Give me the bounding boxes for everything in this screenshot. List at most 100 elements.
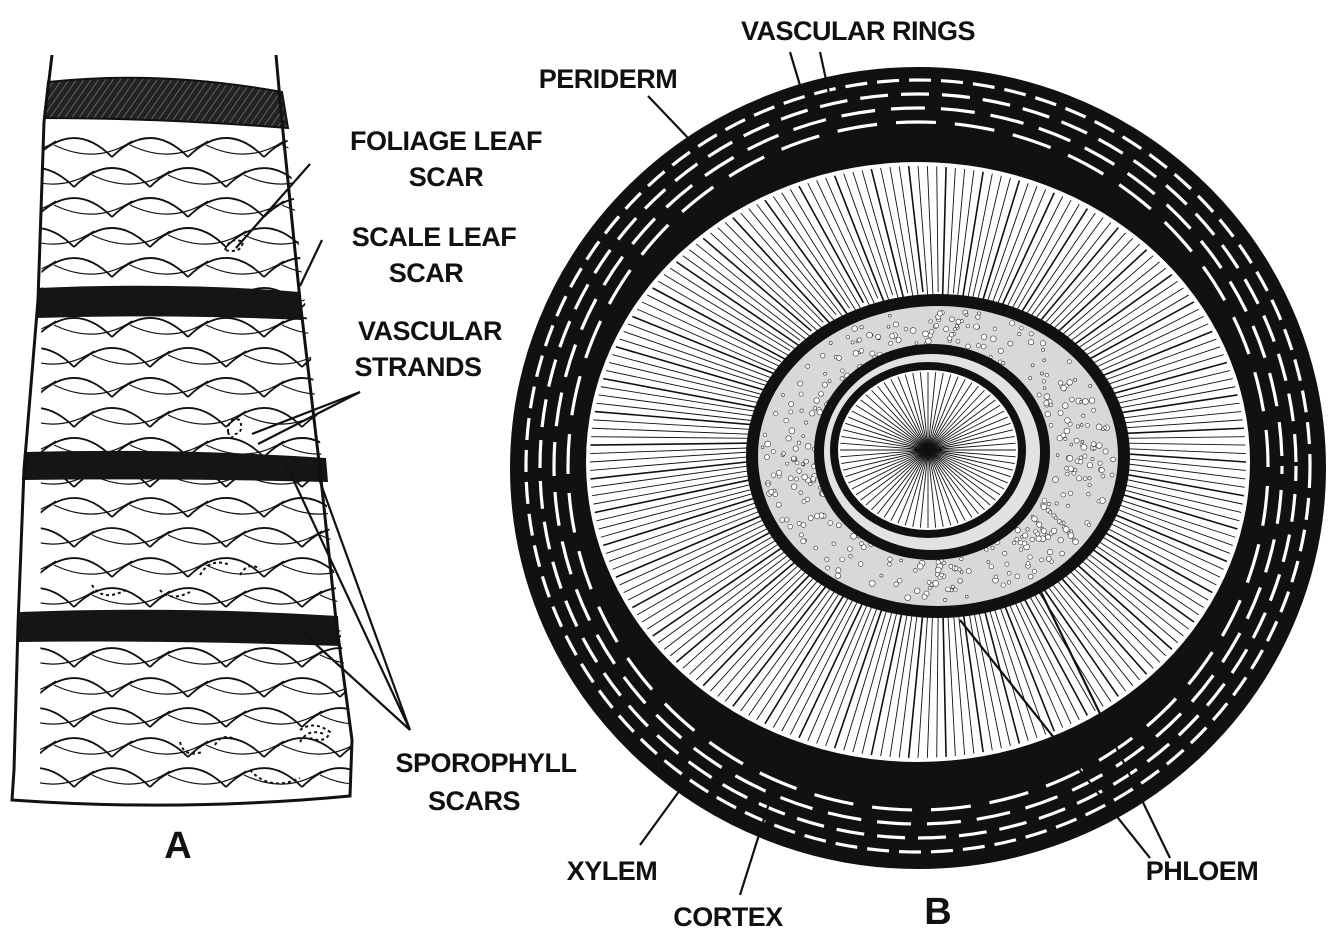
phloem-speck [1098, 461, 1102, 465]
phloem-speck [788, 476, 793, 481]
phloem-speck [1026, 562, 1030, 566]
phloem-speck [1110, 473, 1114, 477]
leaf-cushion-curve [358, 801, 436, 814]
phloem-speck [1091, 457, 1094, 460]
leaf-cushion-arc [150, 168, 226, 187]
phloem-speck [976, 344, 980, 348]
leaf-cushion-arc [188, 738, 264, 757]
leaf-cushion-arc [150, 348, 226, 367]
phloem-speck [1032, 516, 1037, 521]
phloem-speck [880, 574, 883, 577]
phloem-speck [761, 446, 764, 449]
phloem-speck [788, 524, 793, 529]
leaf-cushion-arc [378, 588, 454, 607]
phloem-speck [771, 473, 776, 478]
phloem-speck [826, 566, 830, 570]
phloem-speck [797, 469, 802, 474]
phloem-speck [987, 561, 990, 564]
leaf-cushion-arc [340, 618, 416, 637]
leaf-cushion-arc [74, 708, 150, 727]
leaf-cushion-arc [226, 768, 302, 787]
phloem-speck [814, 514, 819, 519]
leaf-cushion-curve [282, 801, 360, 814]
phloem-speck [1040, 558, 1044, 562]
phloem-speck [1056, 454, 1059, 457]
label-vascular-rings: VASCULAR RINGS [741, 16, 975, 46]
phloem-speck [1088, 484, 1091, 487]
pith-rays [840, 372, 1016, 528]
phloem-speck [1001, 583, 1005, 587]
leaf-cushion-arc [36, 138, 112, 157]
label-phloem: PHLOEM [1146, 856, 1259, 886]
leaf-cushion-arc [188, 798, 264, 817]
phloem-speck [1001, 361, 1004, 364]
leaf-cushion-arc [226, 348, 302, 367]
phloem-speck [949, 333, 953, 337]
phloem-speck [784, 418, 789, 423]
leaf-cushion-arc [302, 288, 378, 307]
leaf-cushion-curve [358, 621, 436, 634]
leaf-cushion-curve [320, 291, 398, 304]
leaf-cushion-curve [396, 471, 474, 484]
phloem-speck [1028, 555, 1033, 560]
leaf-cushion-arc [74, 528, 150, 547]
phloem-speck [896, 338, 901, 343]
phloem-speck [956, 339, 960, 343]
scale-leaf-band-1 [36, 286, 302, 320]
leaf-cushion-arc [112, 738, 188, 757]
leaf-cushion-arc [0, 258, 36, 277]
phloem-speck [1073, 539, 1079, 545]
phloem-speck [765, 441, 771, 447]
phloem-speck [994, 575, 998, 579]
leaf-cushion-arc [112, 378, 188, 397]
phloem-speck [867, 332, 873, 338]
phloem-speck [1049, 403, 1052, 406]
leaf-cushion-arc [0, 648, 74, 667]
phloem-speck [929, 320, 932, 323]
phloem-speck [1064, 437, 1067, 440]
phloem-speck [774, 411, 778, 415]
phloem-speck [1074, 378, 1077, 381]
phloem-speck [1068, 533, 1074, 539]
phloem-speck [989, 564, 994, 569]
phloem-speck [1101, 474, 1105, 478]
phloem-speck [958, 578, 963, 583]
phloem-speck [797, 521, 801, 525]
leaf-cushion-curve [396, 411, 474, 424]
phloem-speck [905, 595, 911, 601]
figure-b-letter: B [924, 891, 951, 933]
phloem-speck [1007, 581, 1011, 585]
leaf-cushion-arc [0, 708, 74, 727]
leaf-cushion-arc [226, 708, 302, 727]
leaf-cushion-arc [0, 198, 36, 217]
phloem-speck [1067, 455, 1073, 461]
phloem-speck [1032, 569, 1036, 573]
leaf-cushion-curve [396, 651, 474, 664]
phloem-speck [835, 573, 840, 578]
phloem-speck [1111, 457, 1116, 462]
phloem-speck [1089, 398, 1095, 404]
phloem-speck [1087, 462, 1092, 467]
phloem-speck [801, 523, 806, 528]
phloem-speck [801, 463, 804, 466]
phloem-speck [910, 328, 916, 334]
phloem-speck [840, 369, 844, 373]
leaf-cushion-curve [396, 591, 474, 604]
leaf-cushion-arc [36, 198, 112, 217]
phloem-speck [1015, 537, 1019, 541]
phloem-speck [859, 349, 863, 353]
phloem-speck [949, 564, 953, 568]
phloem-speck [1003, 551, 1007, 555]
phloem-speck [802, 435, 805, 438]
phloem-speck [1036, 536, 1041, 541]
phloem-speck [1018, 541, 1022, 545]
phloem-speck [1015, 574, 1020, 579]
leaf-cushion-arc [188, 498, 264, 517]
label-sporophyll-scars-line-2: SCARS [428, 786, 520, 816]
phloem-speck [937, 311, 942, 316]
leaf-cushion-arc [150, 228, 226, 247]
leaf-cushion-arc [226, 168, 302, 187]
phloem-speck [1037, 393, 1041, 397]
phloem-speck [1051, 528, 1057, 534]
